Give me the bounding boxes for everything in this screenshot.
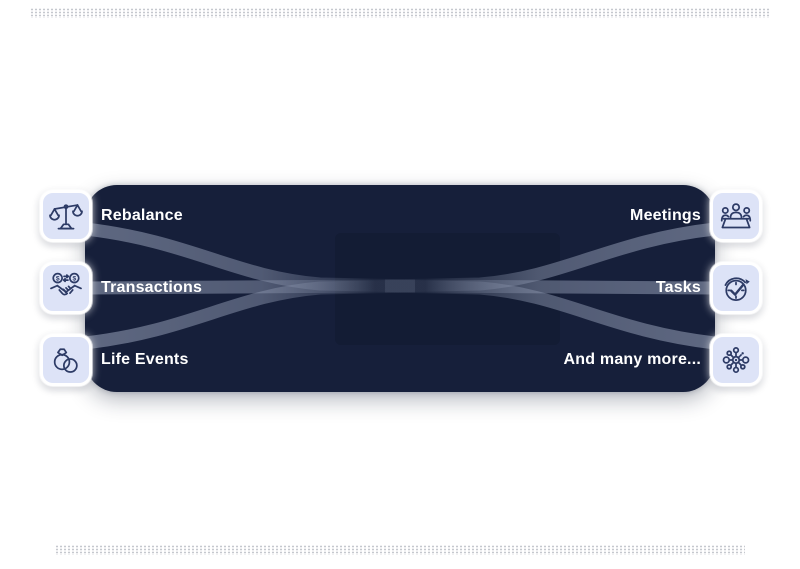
icon-chip: [710, 334, 762, 386]
handshake-coins-icon: $ $: [50, 272, 82, 296]
wedding-rings-icon: [53, 348, 78, 373]
flow-ribbons: [85, 222, 715, 350]
flow-item-rebalance: Rebalance: [40, 190, 183, 242]
flow-item-tasks: Tasks: [656, 262, 762, 314]
icon-chip: [710, 262, 762, 314]
svg-text:$: $: [56, 276, 60, 283]
svg-text:$: $: [72, 276, 76, 283]
flow-item-label: Tasks: [655, 279, 701, 296]
balance-scale-icon: [49, 204, 83, 230]
flow-item-meetings: Meetings: [630, 190, 762, 242]
bottom-speckle-band: [55, 545, 745, 555]
flow-item-life-events: Life Events: [40, 334, 189, 386]
meeting-table-icon: [720, 203, 752, 229]
flow-item-transactions: $ $ Transactions: [40, 262, 202, 314]
flow-panel: [85, 185, 715, 392]
flow-item-label: Rebalance: [101, 207, 183, 224]
icon-chip: [40, 190, 92, 242]
ribbon-left-bottom: [85, 279, 416, 350]
flow-item-label: Life Events: [101, 351, 189, 368]
ribbon-right-bottom: [384, 279, 715, 350]
icon-chip: $ $: [40, 262, 92, 314]
network-hub-icon: [722, 347, 750, 373]
flow-item-label: Meetings: [630, 207, 701, 224]
flow-item-label: Transactions: [101, 279, 203, 296]
icon-chip: [710, 190, 762, 242]
clock-checkmark-icon: [724, 277, 750, 301]
flow-item-label: And many more...: [563, 351, 701, 368]
icon-chip: [40, 334, 92, 386]
flow-item-many-more: And many more...: [564, 334, 762, 386]
top-speckle-band: [30, 8, 770, 18]
